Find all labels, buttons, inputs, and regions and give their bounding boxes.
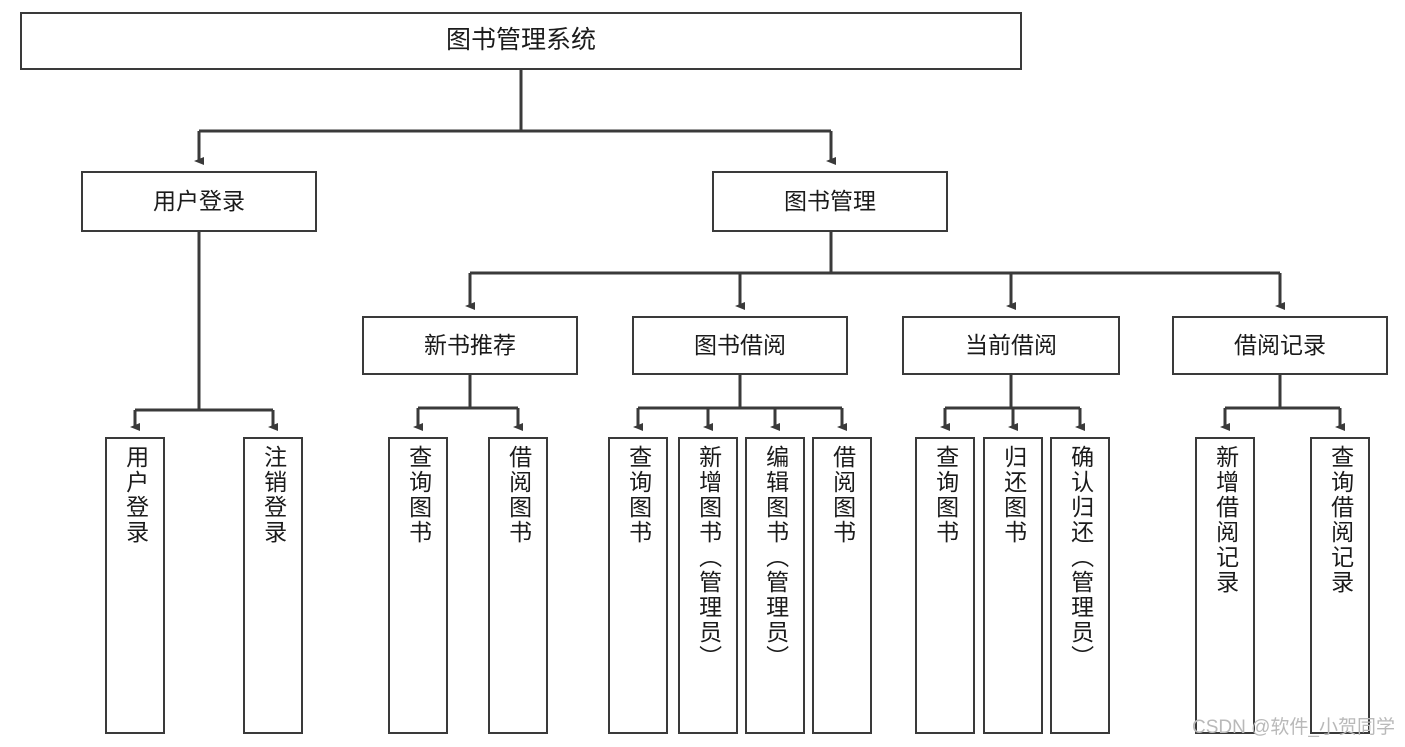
leaf-node-label: 确认归还（管理员）: [1067, 445, 1094, 670]
leaf-node[interactable]: 编辑图书（管理员）: [745, 437, 805, 734]
leaf-node-label: 用户登录: [122, 445, 149, 545]
leaf-node[interactable]: 查询图书: [388, 437, 448, 734]
leaf-node[interactable]: 查询图书: [608, 437, 668, 734]
node-current-borrow[interactable]: 当前借阅: [902, 316, 1120, 375]
leaf-node-label: 新增借阅记录: [1212, 445, 1239, 595]
leaf-node[interactable]: 归还图书: [983, 437, 1043, 734]
node-new-book-recommendation-label: 新书推荐: [424, 331, 516, 358]
leaf-node-label: 借阅图书: [829, 445, 856, 545]
leaf-node-label: 查询图书: [405, 445, 432, 545]
leaf-node-label: 编辑图书（管理员）: [762, 445, 789, 670]
leaf-node-label: 注销登录: [260, 445, 287, 545]
node-borrow-records[interactable]: 借阅记录: [1172, 316, 1388, 375]
node-new-book-recommendation[interactable]: 新书推荐: [362, 316, 578, 375]
node-book-management-label: 图书管理: [784, 187, 876, 214]
leaf-node[interactable]: 查询借阅记录: [1310, 437, 1370, 734]
leaf-node[interactable]: 借阅图书: [812, 437, 872, 734]
node-root[interactable]: 图书管理系统: [20, 12, 1022, 70]
leaf-node[interactable]: 注销登录: [243, 437, 303, 734]
leaf-node-label: 查询图书: [932, 445, 959, 545]
leaf-node[interactable]: 新增图书（管理员）: [678, 437, 738, 734]
node-current-borrow-label: 当前借阅: [965, 331, 1057, 358]
node-book-borrow-label: 图书借阅: [694, 331, 786, 358]
node-book-management[interactable]: 图书管理: [712, 171, 948, 232]
leaf-node-label: 借阅图书: [505, 445, 532, 545]
node-borrow-records-label: 借阅记录: [1234, 331, 1326, 358]
leaf-node[interactable]: 查询图书: [915, 437, 975, 734]
node-book-borrow[interactable]: 图书借阅: [632, 316, 848, 375]
leaf-node[interactable]: 确认归还（管理员）: [1050, 437, 1110, 734]
watermark: CSDN @软件_小贺同学: [1192, 717, 1395, 738]
node-user-login-label: 用户登录: [153, 187, 245, 214]
leaf-node-label: 查询图书: [625, 445, 652, 545]
leaf-node[interactable]: 用户登录: [105, 437, 165, 734]
leaf-node[interactable]: 新增借阅记录: [1195, 437, 1255, 734]
leaf-node[interactable]: 借阅图书: [488, 437, 548, 734]
leaf-node-label: 归还图书: [1000, 445, 1027, 545]
node-root-label: 图书管理系统: [445, 26, 596, 55]
leaf-node-label: 查询借阅记录: [1327, 445, 1354, 595]
leaf-node-label: 新增图书（管理员）: [695, 445, 722, 670]
node-user-login[interactable]: 用户登录: [81, 171, 317, 232]
